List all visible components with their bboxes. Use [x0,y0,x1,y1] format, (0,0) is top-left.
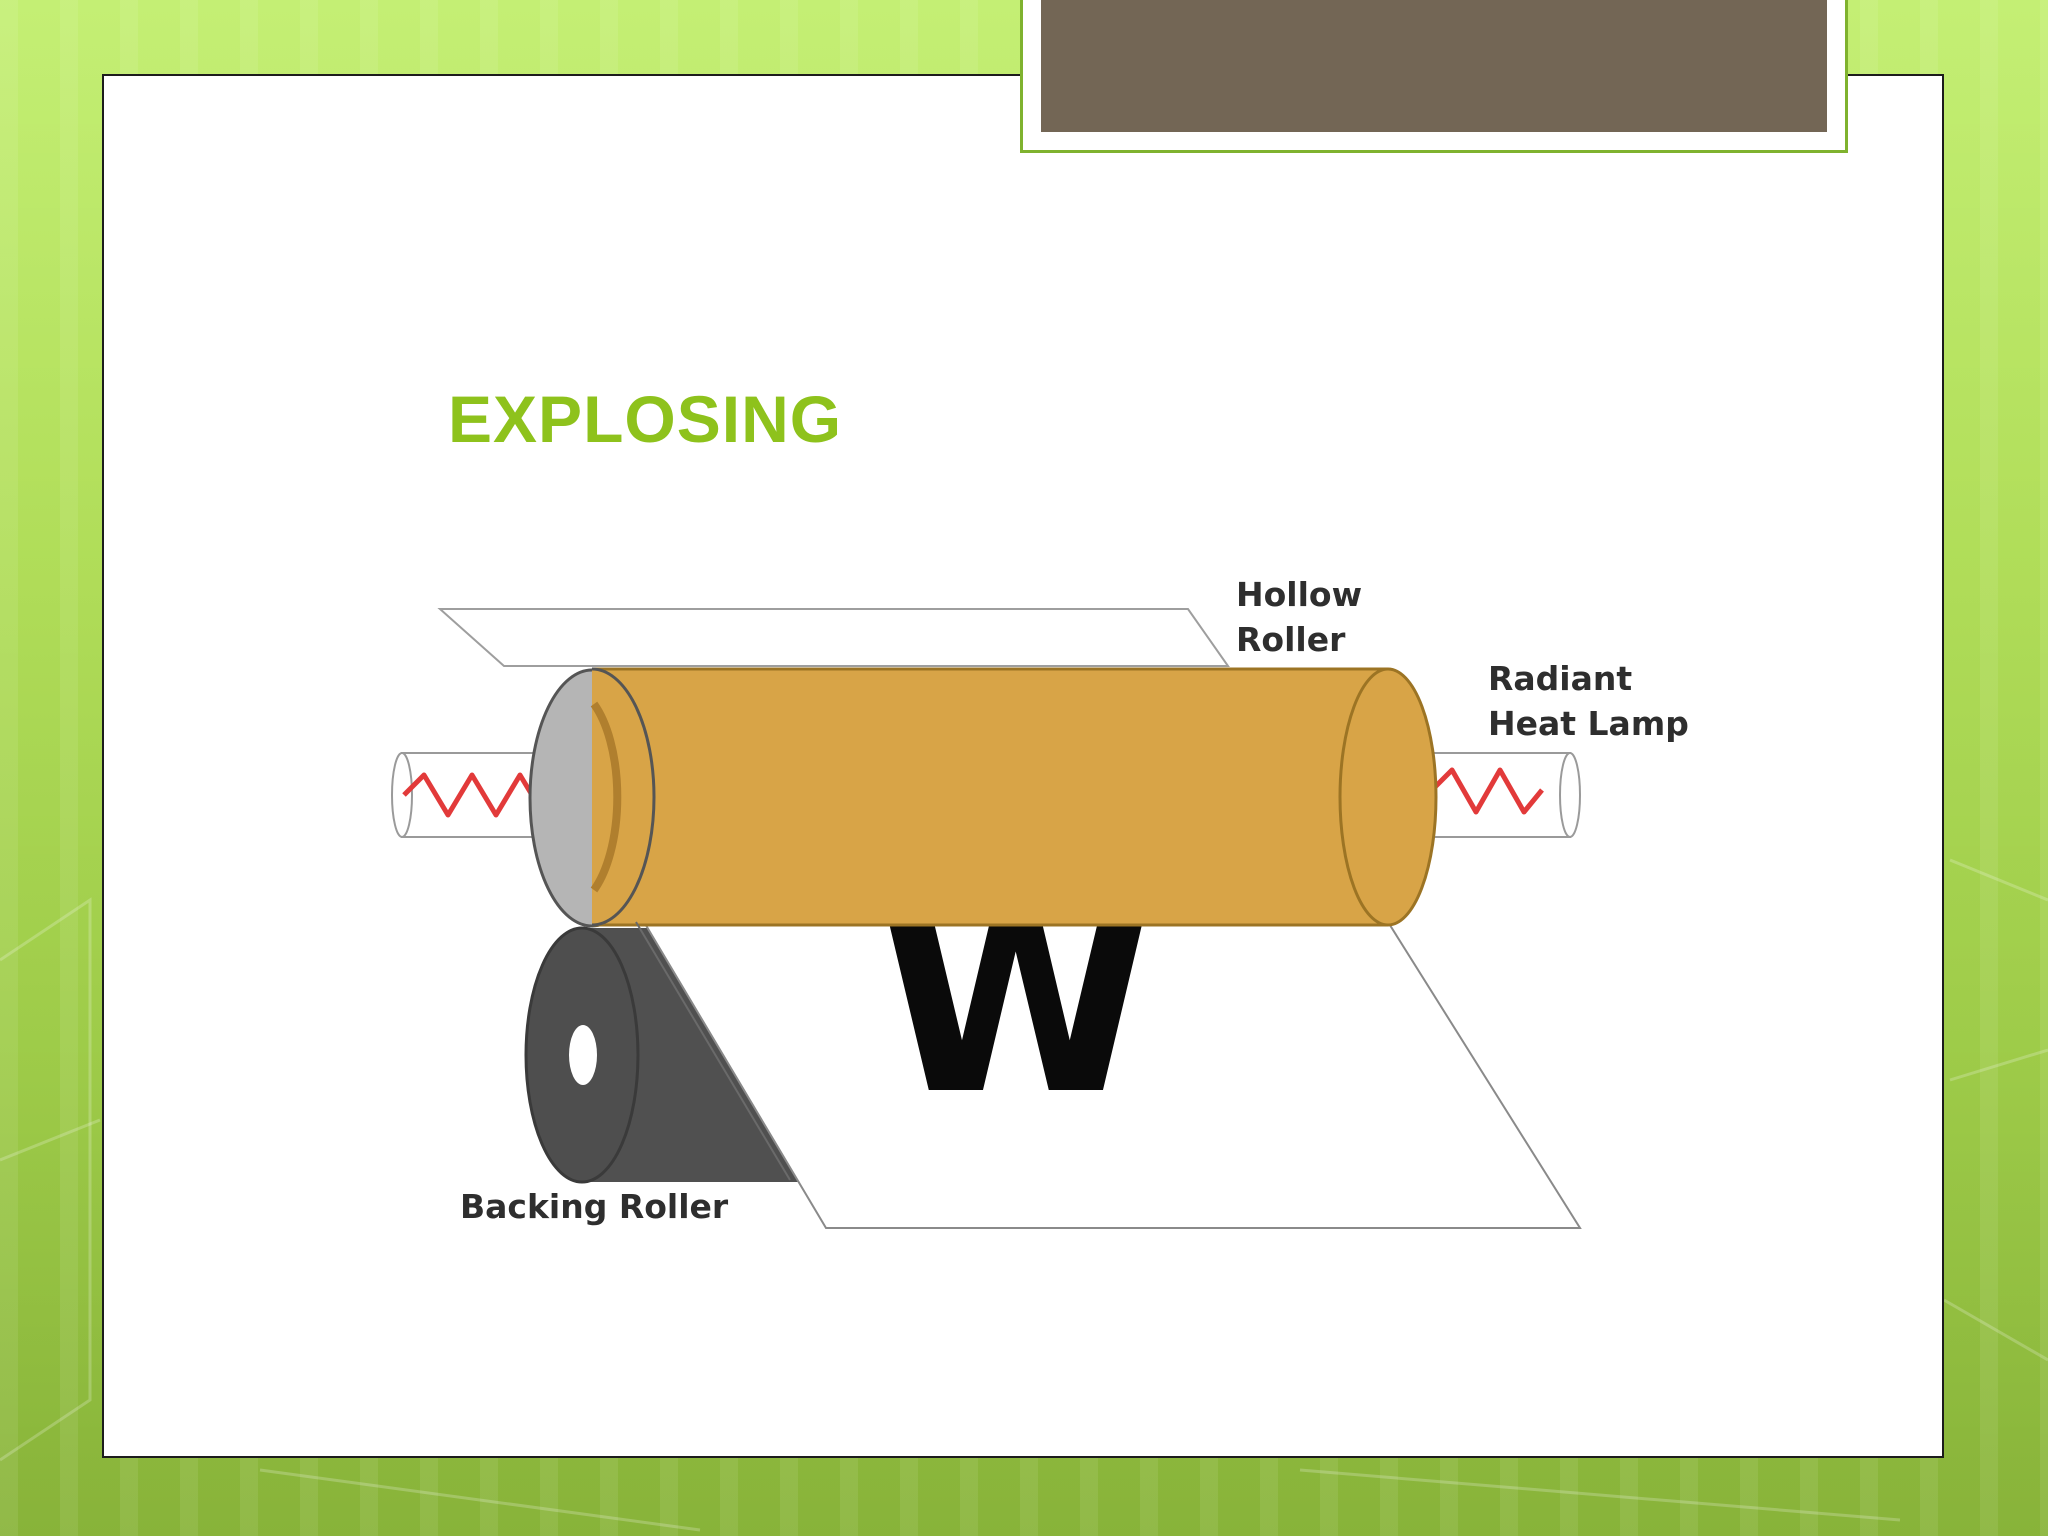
hollow-roller [528,667,1438,928]
backing-roller-label: Backing Roller [460,1187,729,1226]
paper-edge-line [635,921,791,1181]
hollow-roller-label-line2: Roller [1236,620,1346,659]
hollow-roller-label-line1: Hollow [1236,575,1362,614]
embossed-letter: W [878,858,1154,1149]
title-tab [1020,0,1848,153]
backing-roller-axle-hole [569,1025,597,1085]
title-tab-fill [1041,0,1827,132]
slide-title: EXPLOSING [448,382,843,456]
heat-coil-right [1430,767,1544,815]
heat-lamp-label-line2: Heat Lamp [1488,704,1689,743]
paper-sheet-top [437,608,1230,667]
heat-lamp-label-line1: Radiant [1488,659,1632,698]
